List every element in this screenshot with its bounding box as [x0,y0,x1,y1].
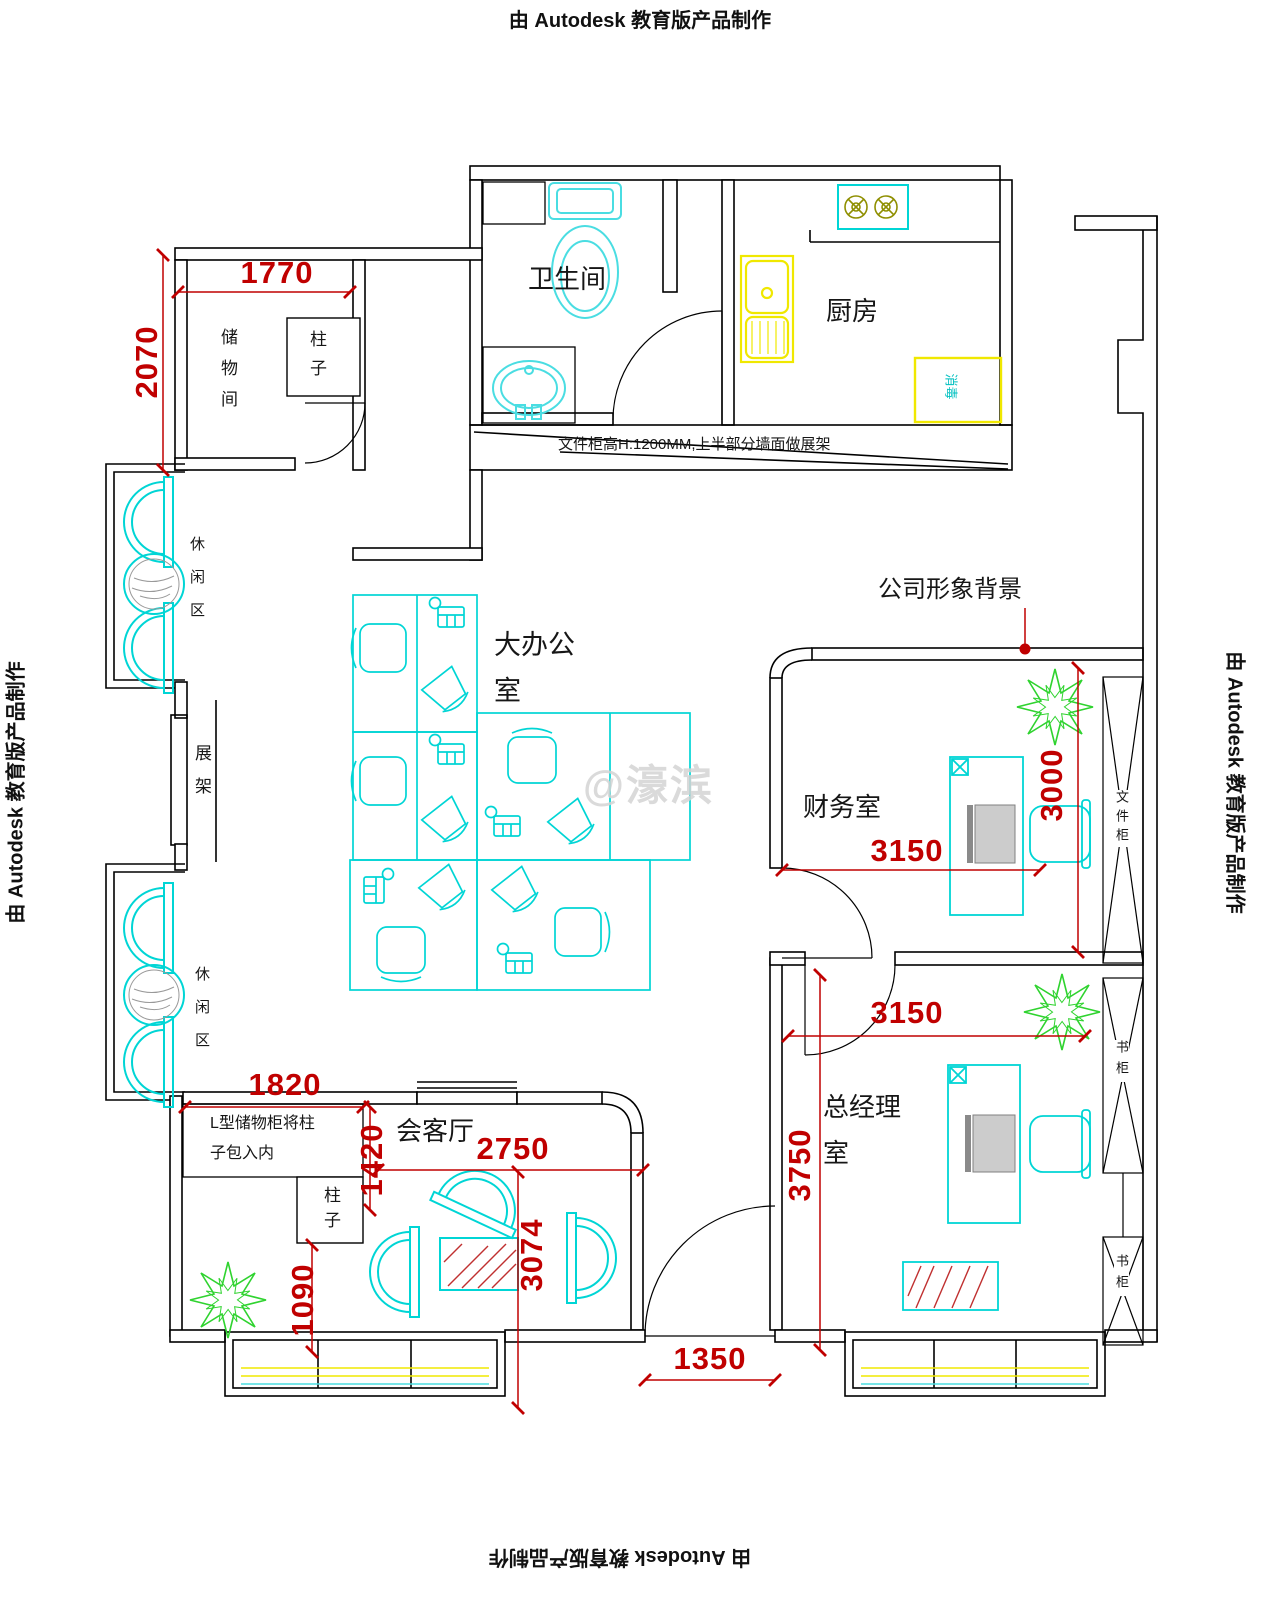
dim-reception-depth: 3074 [514,1218,549,1292]
dim-manager-width: 3150 [870,995,944,1030]
monitor-hatch [972,1114,1016,1173]
banner-top: 由 Autodesk 教育版产品制作 [508,10,772,32]
room-label-main-office-line2: 室 [494,676,521,706]
room-label-kitchen: 厨房 [826,296,879,326]
room-label-manager-line2: 室 [823,1138,850,1168]
label-file-cabinet: 文件柜 [1114,790,1129,847]
room-label-bathroom: 卫生间 [528,264,607,294]
label-bookcase-lower: 书柜 [1114,1254,1129,1296]
door-finance [781,867,873,959]
room-label-leisure-top: 休闲区 [188,536,205,635]
bookcase-upper [1102,977,1144,1237]
dim-l-cabinet-width: 1820 [248,1067,322,1102]
dim-finance-width: 3150 [870,833,944,868]
window-sills [241,1367,1089,1385]
plant-icon [189,1261,267,1339]
plant-icon [1023,973,1101,1051]
watermark: @濠滨 [583,762,714,809]
manager-furniture [902,973,1101,1311]
dim-finance-depth: 3000 [1034,748,1069,822]
column-label-reception: 柱子 [321,1186,340,1236]
table-hatch [443,1243,517,1289]
kitchen-sink-icon [739,254,795,364]
dim-storage-depth: 2070 [129,325,164,399]
door-entry [644,1205,776,1337]
label-company-backdrop: 公司形象背景 [878,576,1022,603]
door-bathroom [612,310,723,421]
label-sterilizer: 消毒 [943,373,959,400]
label-bookcase-upper: 书柜 [1114,1040,1129,1082]
sink-icon [492,360,566,420]
sterilizer-icon [913,356,1003,424]
room-label-display-rack: 展架 [192,744,211,810]
kitchen-fixtures [739,184,1003,424]
label-l-cabinet-note-line2: 子包入内 [210,1145,275,1162]
stove-icon [837,184,909,230]
desk-panel [967,805,973,863]
dim-reception-offset: 1420 [354,1123,389,1197]
label-cabinet-note: 文件柜高H:1200MM,上半部分墙面做展架 [558,436,831,453]
room-label-finance: 财务室 [803,792,882,822]
rug-hatch [907,1265,989,1309]
round-table-icon [123,553,185,615]
column-label-storage: 柱子 [307,330,326,388]
burners-icon [844,195,898,219]
room-label-storage: 储物间 [218,328,237,421]
office-cubicles [349,594,691,991]
dim-entry-width: 1350 [673,1341,747,1376]
doors [304,310,896,1337]
leisure-furniture [123,476,185,1108]
bay-window-right [844,1331,1106,1397]
monitor-hatch [974,804,1016,864]
door-storage [304,402,366,464]
round-table-icon [123,964,185,1026]
bay-window-left [224,1331,506,1397]
leader-company-backdrop [1019,608,1031,655]
dim-window-offset: 1090 [285,1263,320,1337]
dimension-lines [156,248,1092,1415]
bathroom-fixtures [492,182,622,420]
room-label-leisure-bottom: 休闲区 [193,966,210,1065]
room-label-main-office-line1: 大办公 [494,630,575,660]
reception-furniture [189,1154,617,1339]
dim-storage-width: 1770 [240,255,314,290]
room-label-reception: 会客厅 [396,1116,475,1146]
banner-bottom: 由 Autodesk 教育版产品制作 [488,1546,752,1568]
banner-left: 由 Autodesk 教育版产品制作 [5,661,28,924]
room-label-manager-line1: 总经理 [823,1092,902,1122]
toilet-icon [548,182,622,319]
dim-reception-width: 2750 [476,1131,550,1166]
label-l-cabinet-note-line1: L型储物柜将柱 [210,1115,315,1132]
desk-panel [965,1115,971,1172]
dim-manager-depth: 3750 [782,1128,817,1202]
banner-right: 由 Autodesk 教育版产品制作 [1223,651,1246,914]
finance-furniture [949,668,1094,916]
